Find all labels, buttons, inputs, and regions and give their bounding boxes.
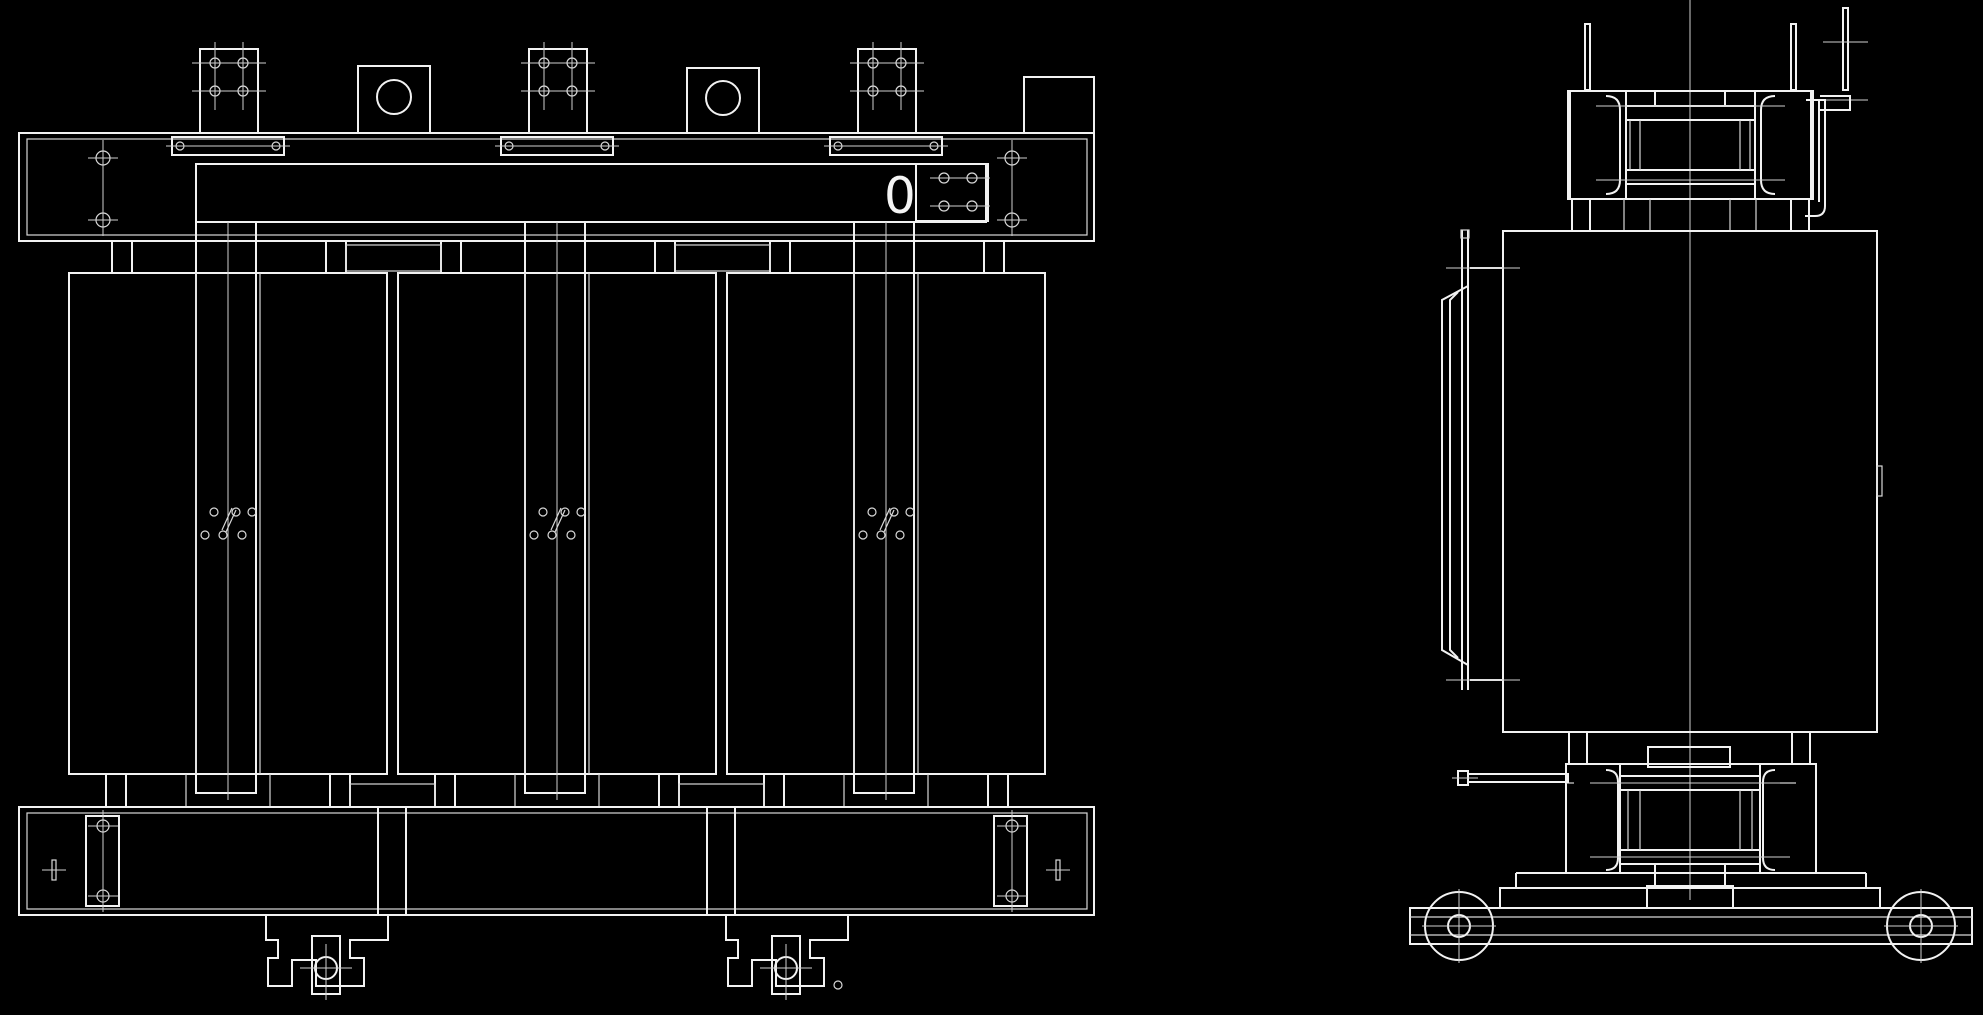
round-lug-right bbox=[686, 67, 760, 134]
terminal-box bbox=[1023, 76, 1095, 134]
side-upper-clamp bbox=[1567, 90, 1826, 232]
lower-clamp-beam bbox=[18, 806, 1095, 916]
hv-terminal-b bbox=[521, 42, 595, 134]
hv-terminal-a bbox=[192, 42, 266, 134]
phase-marker: 0 bbox=[884, 167, 916, 225]
round-lug-left bbox=[357, 65, 431, 134]
upper-spacers bbox=[111, 240, 1005, 274]
side-nameplate-tab bbox=[1876, 465, 1883, 497]
side-handle bbox=[1441, 229, 1520, 690]
wheel-bracket-left bbox=[265, 915, 389, 1000]
upper-clamp-beam: 0 bbox=[18, 132, 1095, 242]
side-ground-pin bbox=[1452, 770, 1569, 786]
side-lower-clamp bbox=[1565, 731, 1817, 887]
side-wheel-right bbox=[1884, 889, 1958, 963]
top-terminal-rods bbox=[1584, 7, 1868, 111]
coil-phase-c bbox=[726, 221, 1046, 800]
front-view: 0 bbox=[18, 42, 1095, 1000]
coil-phase-a bbox=[68, 221, 388, 800]
side-base bbox=[1409, 872, 1973, 945]
side-view bbox=[1409, 0, 1973, 963]
wheel-bracket-right bbox=[725, 915, 849, 1000]
coil-phase-b bbox=[397, 221, 717, 800]
hv-terminal-c bbox=[850, 42, 924, 134]
side-wheel-left bbox=[1422, 889, 1496, 963]
